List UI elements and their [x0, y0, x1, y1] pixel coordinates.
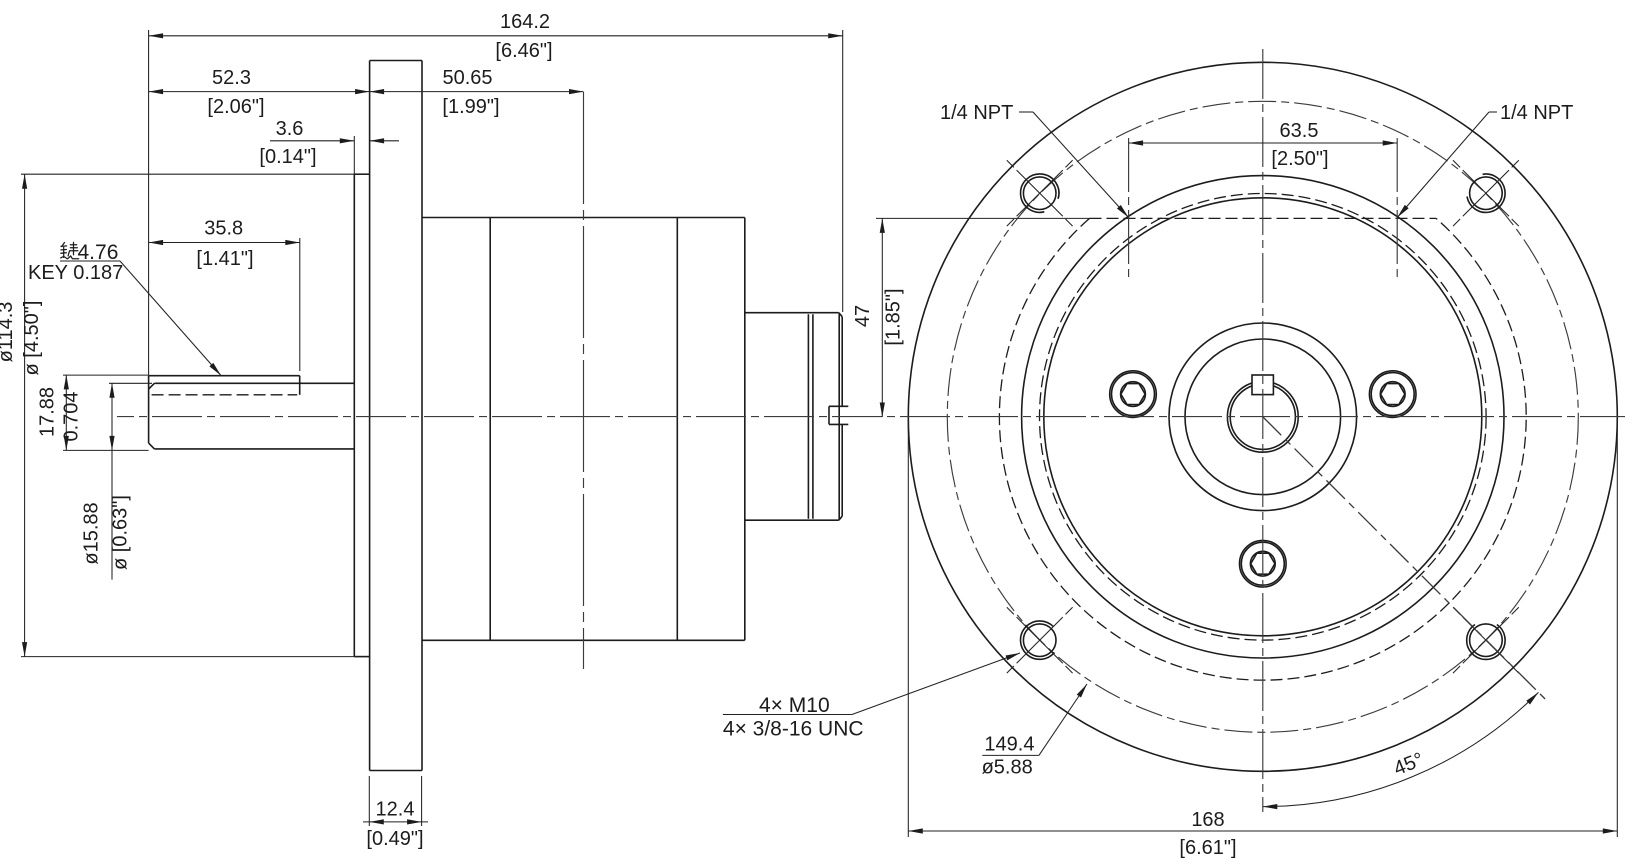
svg-text:ø15.88: ø15.88	[81, 502, 103, 564]
svg-text:164.2: 164.2	[500, 11, 550, 33]
svg-text:ø114.3: ø114.3	[0, 302, 17, 363]
svg-text:ø5.88: ø5.88	[982, 757, 1033, 779]
svg-text:ø [0.63"]: ø [0.63"]	[110, 495, 132, 570]
svg-text:4.76: 4.76	[78, 241, 119, 264]
svg-text:0.704: 0.704	[61, 391, 83, 441]
svg-text:63.5: 63.5	[1280, 120, 1319, 142]
svg-text:149.4: 149.4	[984, 734, 1034, 756]
svg-text:[6.46"]: [6.46"]	[495, 40, 552, 62]
svg-text:12.4: 12.4	[376, 799, 415, 821]
svg-text:3.6: 3.6	[276, 118, 304, 140]
svg-text:[0.14"]: [0.14"]	[259, 146, 316, 168]
svg-text:4× 3/8-16 UNC: 4× 3/8-16 UNC	[723, 718, 864, 741]
svg-text:47: 47	[852, 305, 874, 327]
svg-text:[6.61"]: [6.61"]	[1179, 837, 1236, 859]
svg-text:168: 168	[1191, 809, 1224, 831]
svg-text:[0.49"]: [0.49"]	[366, 828, 423, 850]
svg-text:KEY 0.187: KEY 0.187	[28, 262, 123, 284]
svg-text:50.65: 50.65	[442, 67, 492, 89]
svg-text:1/4 NPT: 1/4 NPT	[940, 102, 1013, 124]
svg-text:[1.85"]: [1.85"]	[883, 288, 905, 345]
svg-text:[2.50"]: [2.50"]	[1271, 148, 1328, 170]
svg-text:4× M10: 4× M10	[759, 694, 830, 717]
svg-text:[1.41"]: [1.41"]	[196, 248, 253, 270]
svg-text:[1.99"]: [1.99"]	[442, 96, 499, 118]
svg-text:35.8: 35.8	[204, 218, 243, 240]
svg-text:17.88: 17.88	[37, 387, 59, 437]
svg-text:1/4 NPT: 1/4 NPT	[1500, 102, 1573, 124]
svg-text:52.3: 52.3	[212, 67, 251, 89]
svg-text:[2.06"]: [2.06"]	[207, 96, 264, 118]
svg-text:ø [4.50"]: ø [4.50"]	[21, 301, 43, 376]
